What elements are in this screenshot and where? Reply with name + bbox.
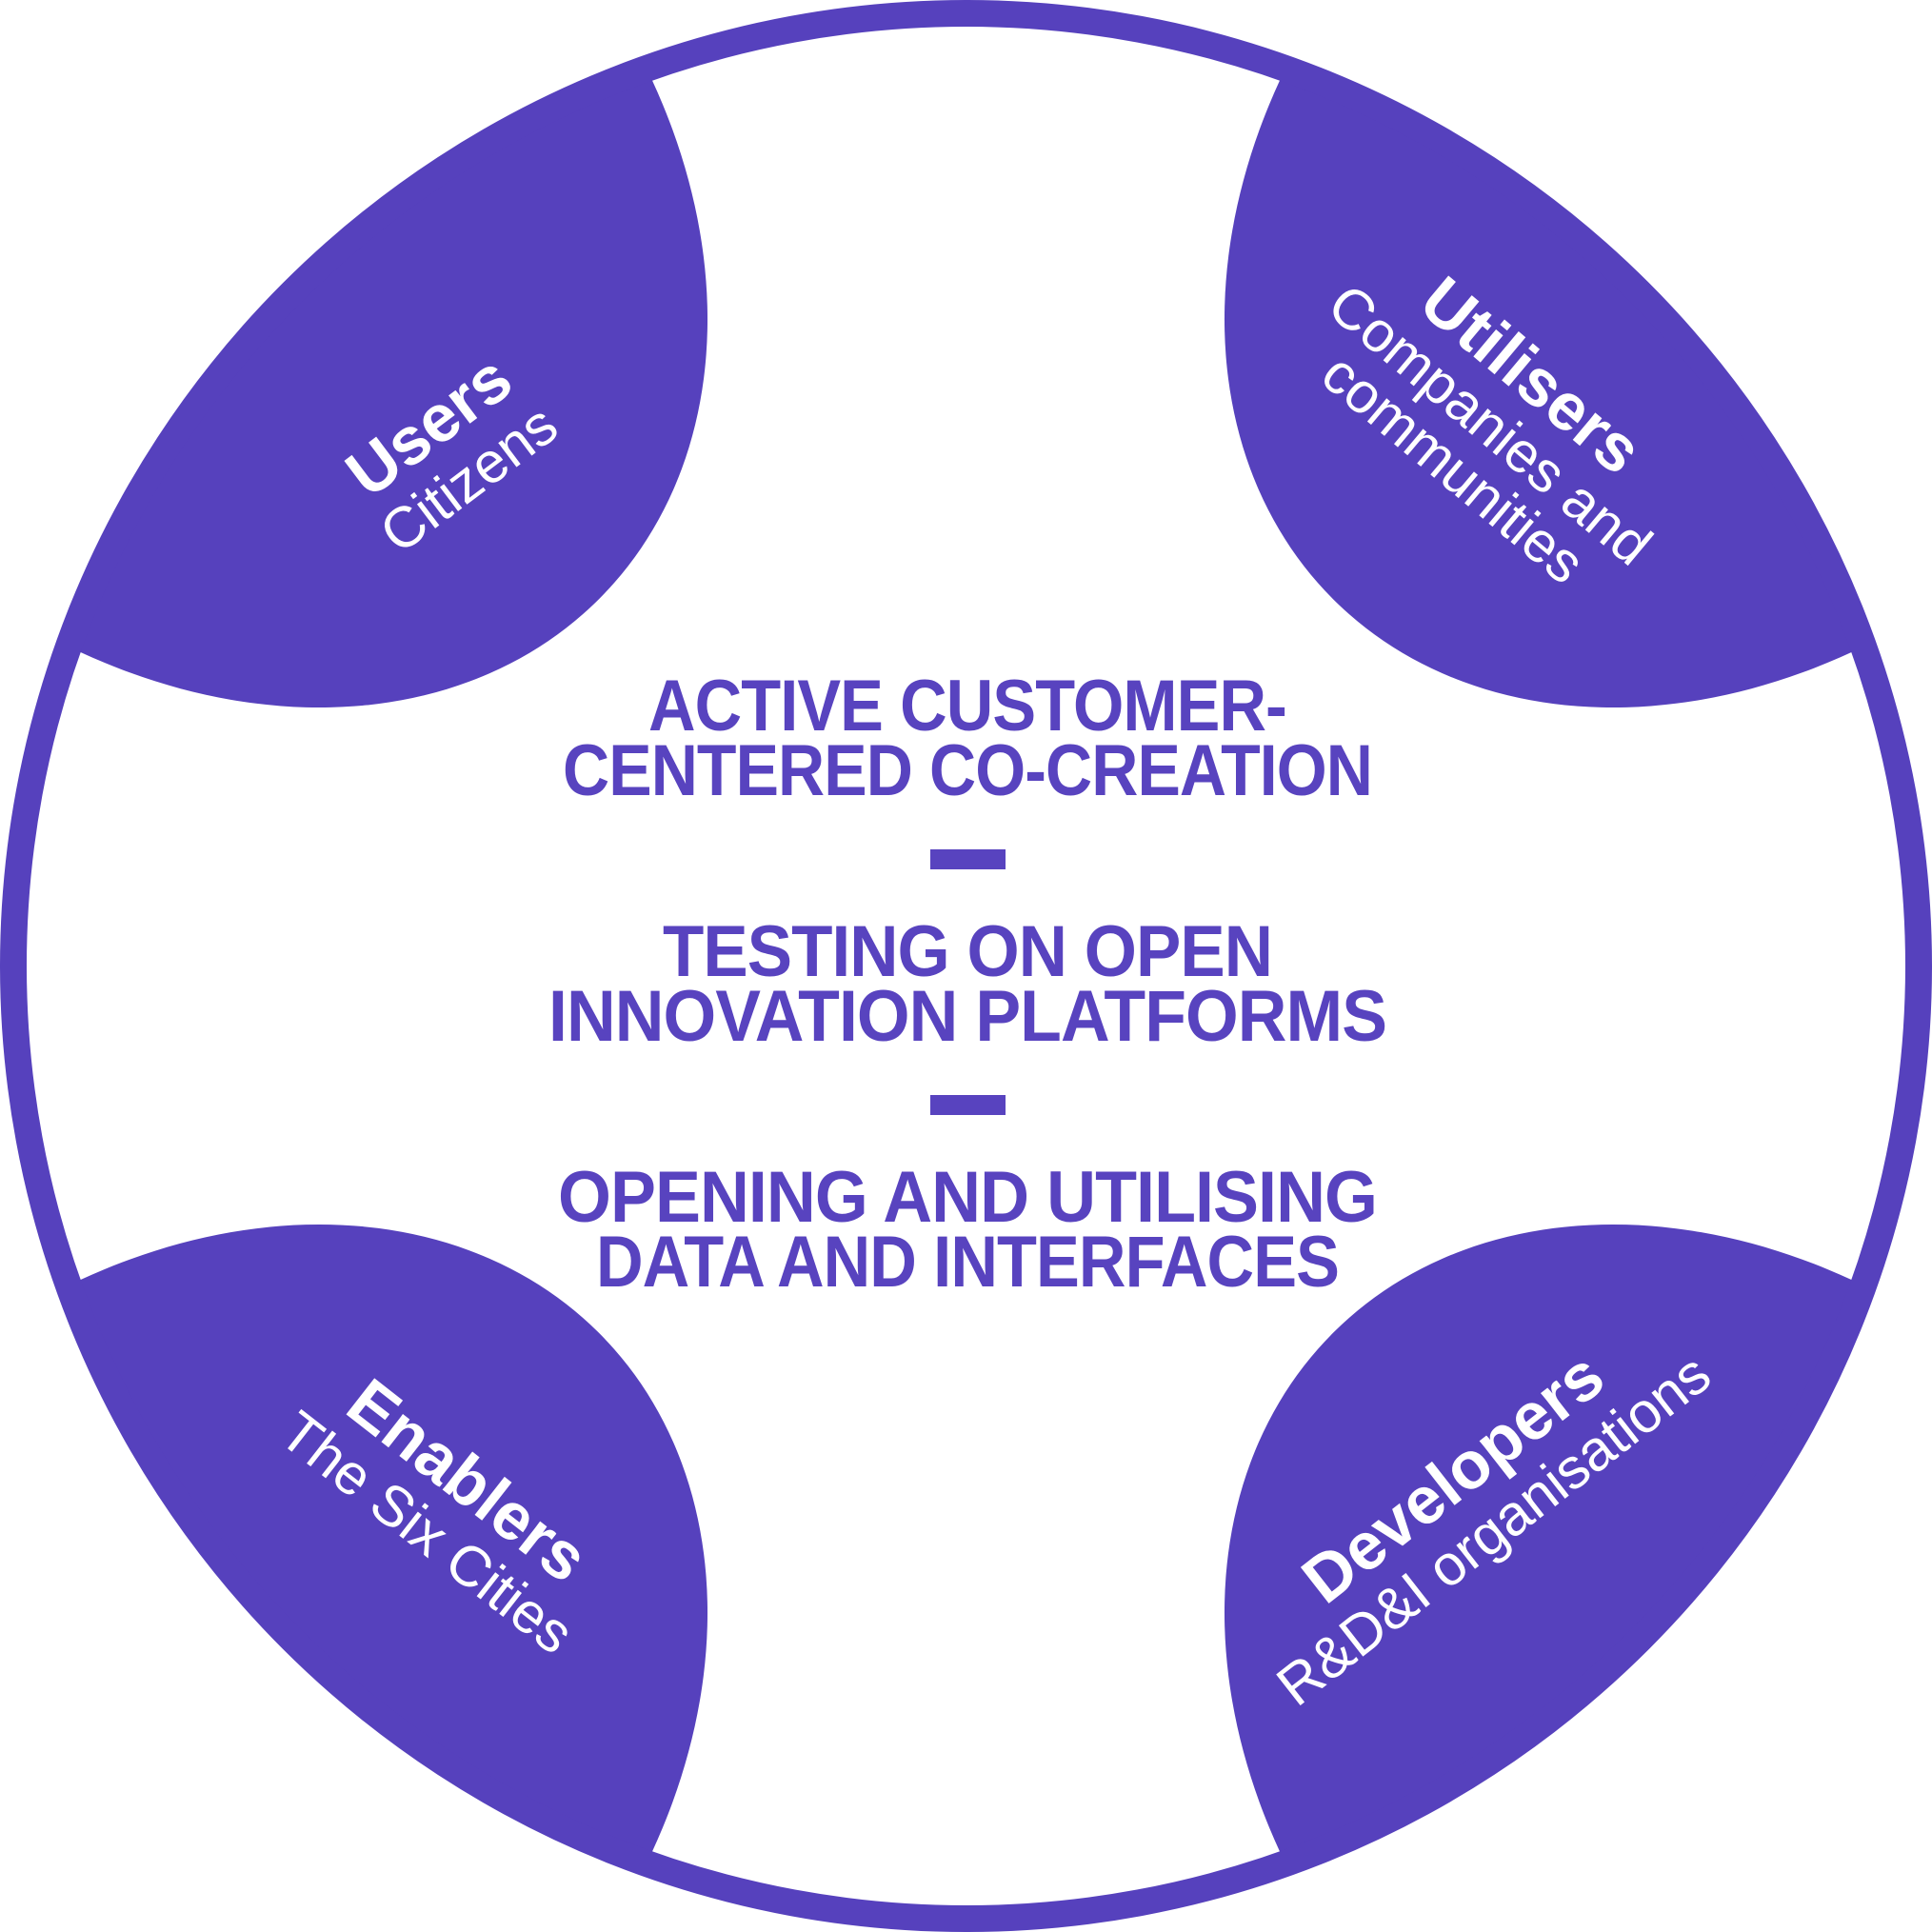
divider-dash-1 — [930, 849, 1006, 869]
center-line-6: DATA AND INTERFACES — [596, 1222, 1339, 1303]
center-line-4: INNOVATION PLATFORMS — [548, 976, 1386, 1057]
center-text-column: ACTIVE CUSTOMER- CENTERED CO-CREATION TE… — [548, 666, 1387, 1303]
divider-dash-2 — [930, 1095, 1006, 1115]
center-line-2: CENTERED CO-CREATION — [563, 730, 1372, 811]
center-line-3: TESTING ON OPEN — [663, 911, 1272, 992]
center-line-5: OPENING AND UTILISING — [558, 1157, 1377, 1238]
center-line-1: ACTIVE CUSTOMER- — [648, 666, 1286, 747]
